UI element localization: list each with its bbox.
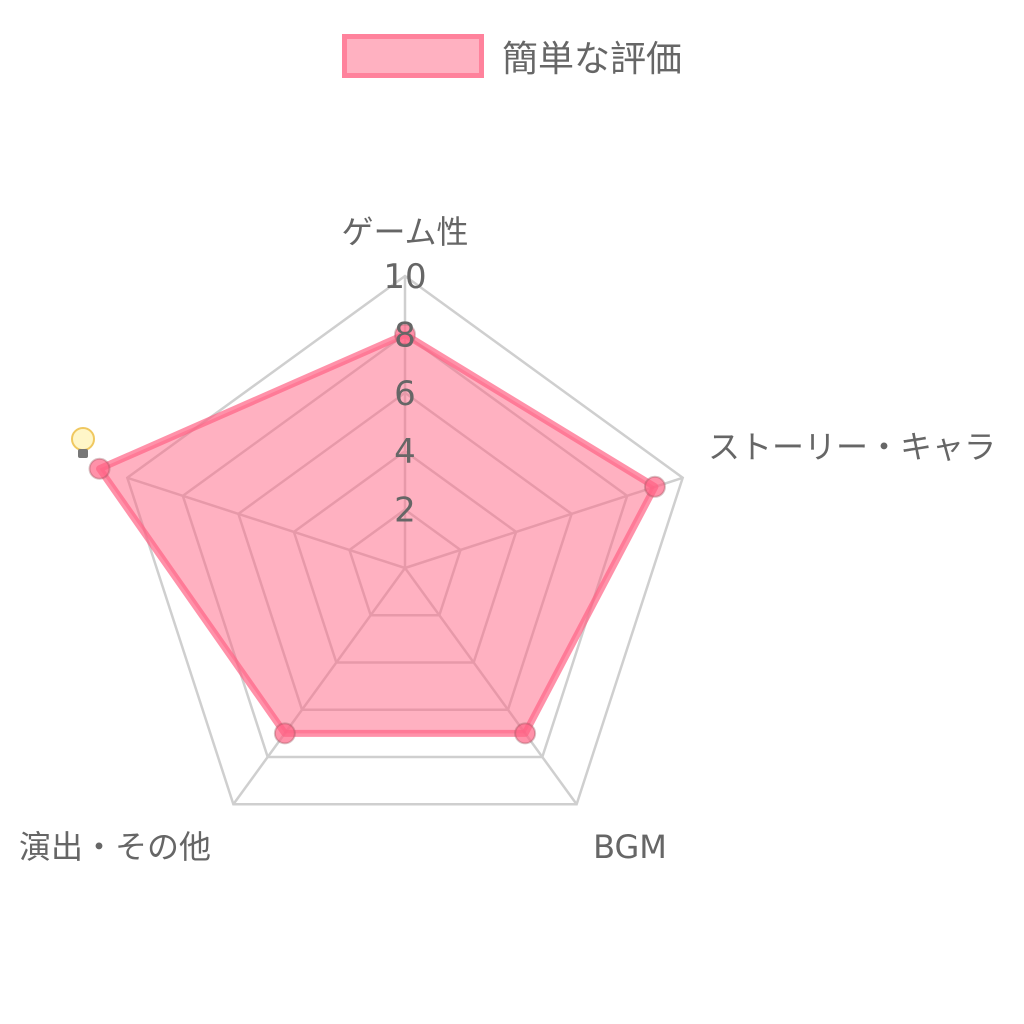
data-point[interactable] (273, 722, 296, 745)
tick-label: 2 (394, 491, 416, 531)
legend-label: 簡単な評価 (501, 39, 682, 80)
series-area (96, 330, 659, 737)
tick-label: 8 (394, 315, 416, 355)
tick-label: 6 (394, 374, 416, 414)
tick-label: 10 (383, 257, 426, 297)
axis-label: ゲーム性 (341, 213, 468, 251)
data-point[interactable] (394, 323, 416, 346)
tick-label: 4 (394, 432, 416, 472)
axis-label: ストーリー・キャラ (708, 428, 996, 466)
data-point[interactable] (643, 475, 666, 498)
tick-labels: 2 4 6 8 10 (383, 257, 426, 531)
lightbulb-icon (71, 427, 95, 458)
data-area (88, 323, 666, 745)
data-point[interactable] (514, 722, 537, 745)
axis-label: 演出・その他 (19, 828, 211, 866)
legend[interactable]: 簡単な評価 (0, 30, 1024, 82)
axis-label: BGM (593, 828, 667, 866)
data-point[interactable] (88, 457, 111, 480)
legend-swatch (341, 34, 484, 78)
